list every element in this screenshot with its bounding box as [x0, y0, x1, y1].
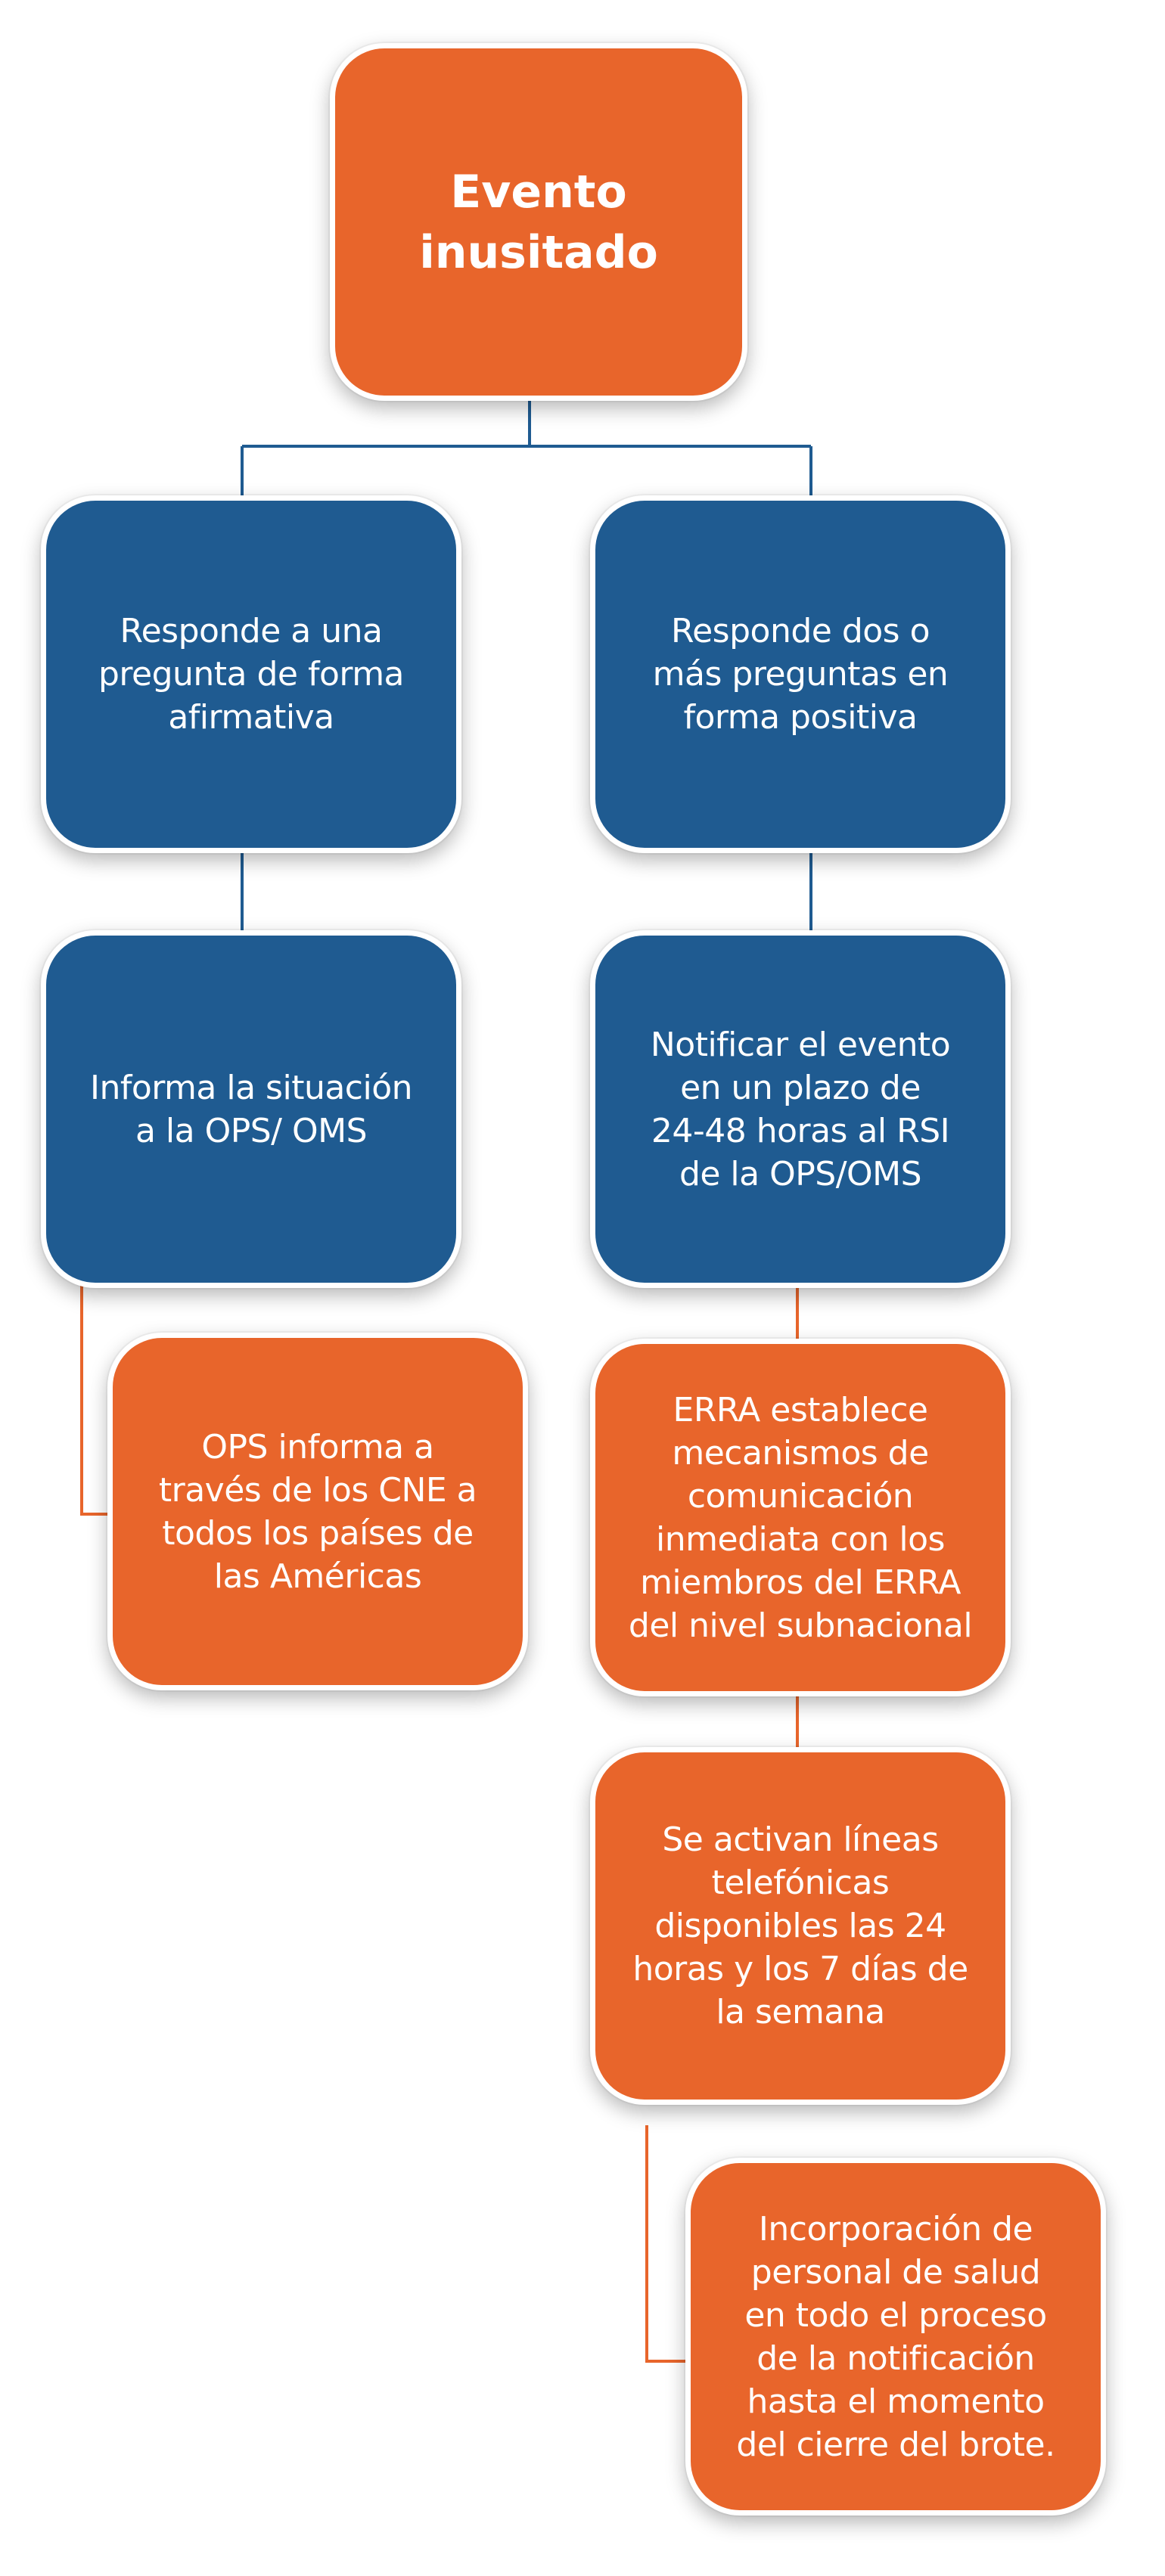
left-condition-node: Responde a una pregunta de forma afirmat…: [41, 495, 461, 853]
left-action-label: Informa la situación a la OPS/ OMS: [89, 1068, 413, 1150]
right-action-node: Notificar el evento en un plazo de 24-48…: [590, 930, 1011, 1288]
left-action-node: Informa la situación a la OPS/ OMS: [41, 930, 461, 1288]
right-step1-label: ERRA establece mecanismos de comunicació…: [628, 1390, 973, 1645]
left-condition-label: Responde a una pregunta de forma afirmat…: [98, 612, 405, 737]
right-step1-node: ERRA establece mecanismos de comunicació…: [590, 1339, 1011, 1696]
right-condition-label: Responde dos o más preguntas en forma po…: [652, 612, 949, 737]
root-node-label: Evento inusitado: [419, 165, 658, 279]
left-result-label: OPS informa a través de los CNE a todos …: [158, 1427, 477, 1596]
root-node-evento-inusitado: Evento inusitado: [330, 43, 747, 401]
left-result-node: OPS informa a través de los CNE a todos …: [107, 1333, 528, 1690]
connector-root-to-branches: [241, 401, 812, 499]
right-action-label: Notificar el evento en un plazo de 24-48…: [650, 1025, 951, 1193]
right-condition-node: Responde dos o más preguntas en forma po…: [590, 495, 1011, 853]
connector-step2-to-step3: [645, 2125, 690, 2363]
right-step3-label: Incorporación de personal de salud en to…: [736, 2209, 1055, 2464]
connector-left-action-to-result: [80, 1286, 112, 1516]
right-step3-node: Incorporación de personal de salud en to…: [685, 2158, 1106, 2515]
right-step2-node: Se activan líneas telefónicas disponible…: [590, 1747, 1011, 2105]
right-step2-label: Se activan líneas telefónicas disponible…: [632, 1820, 968, 2031]
